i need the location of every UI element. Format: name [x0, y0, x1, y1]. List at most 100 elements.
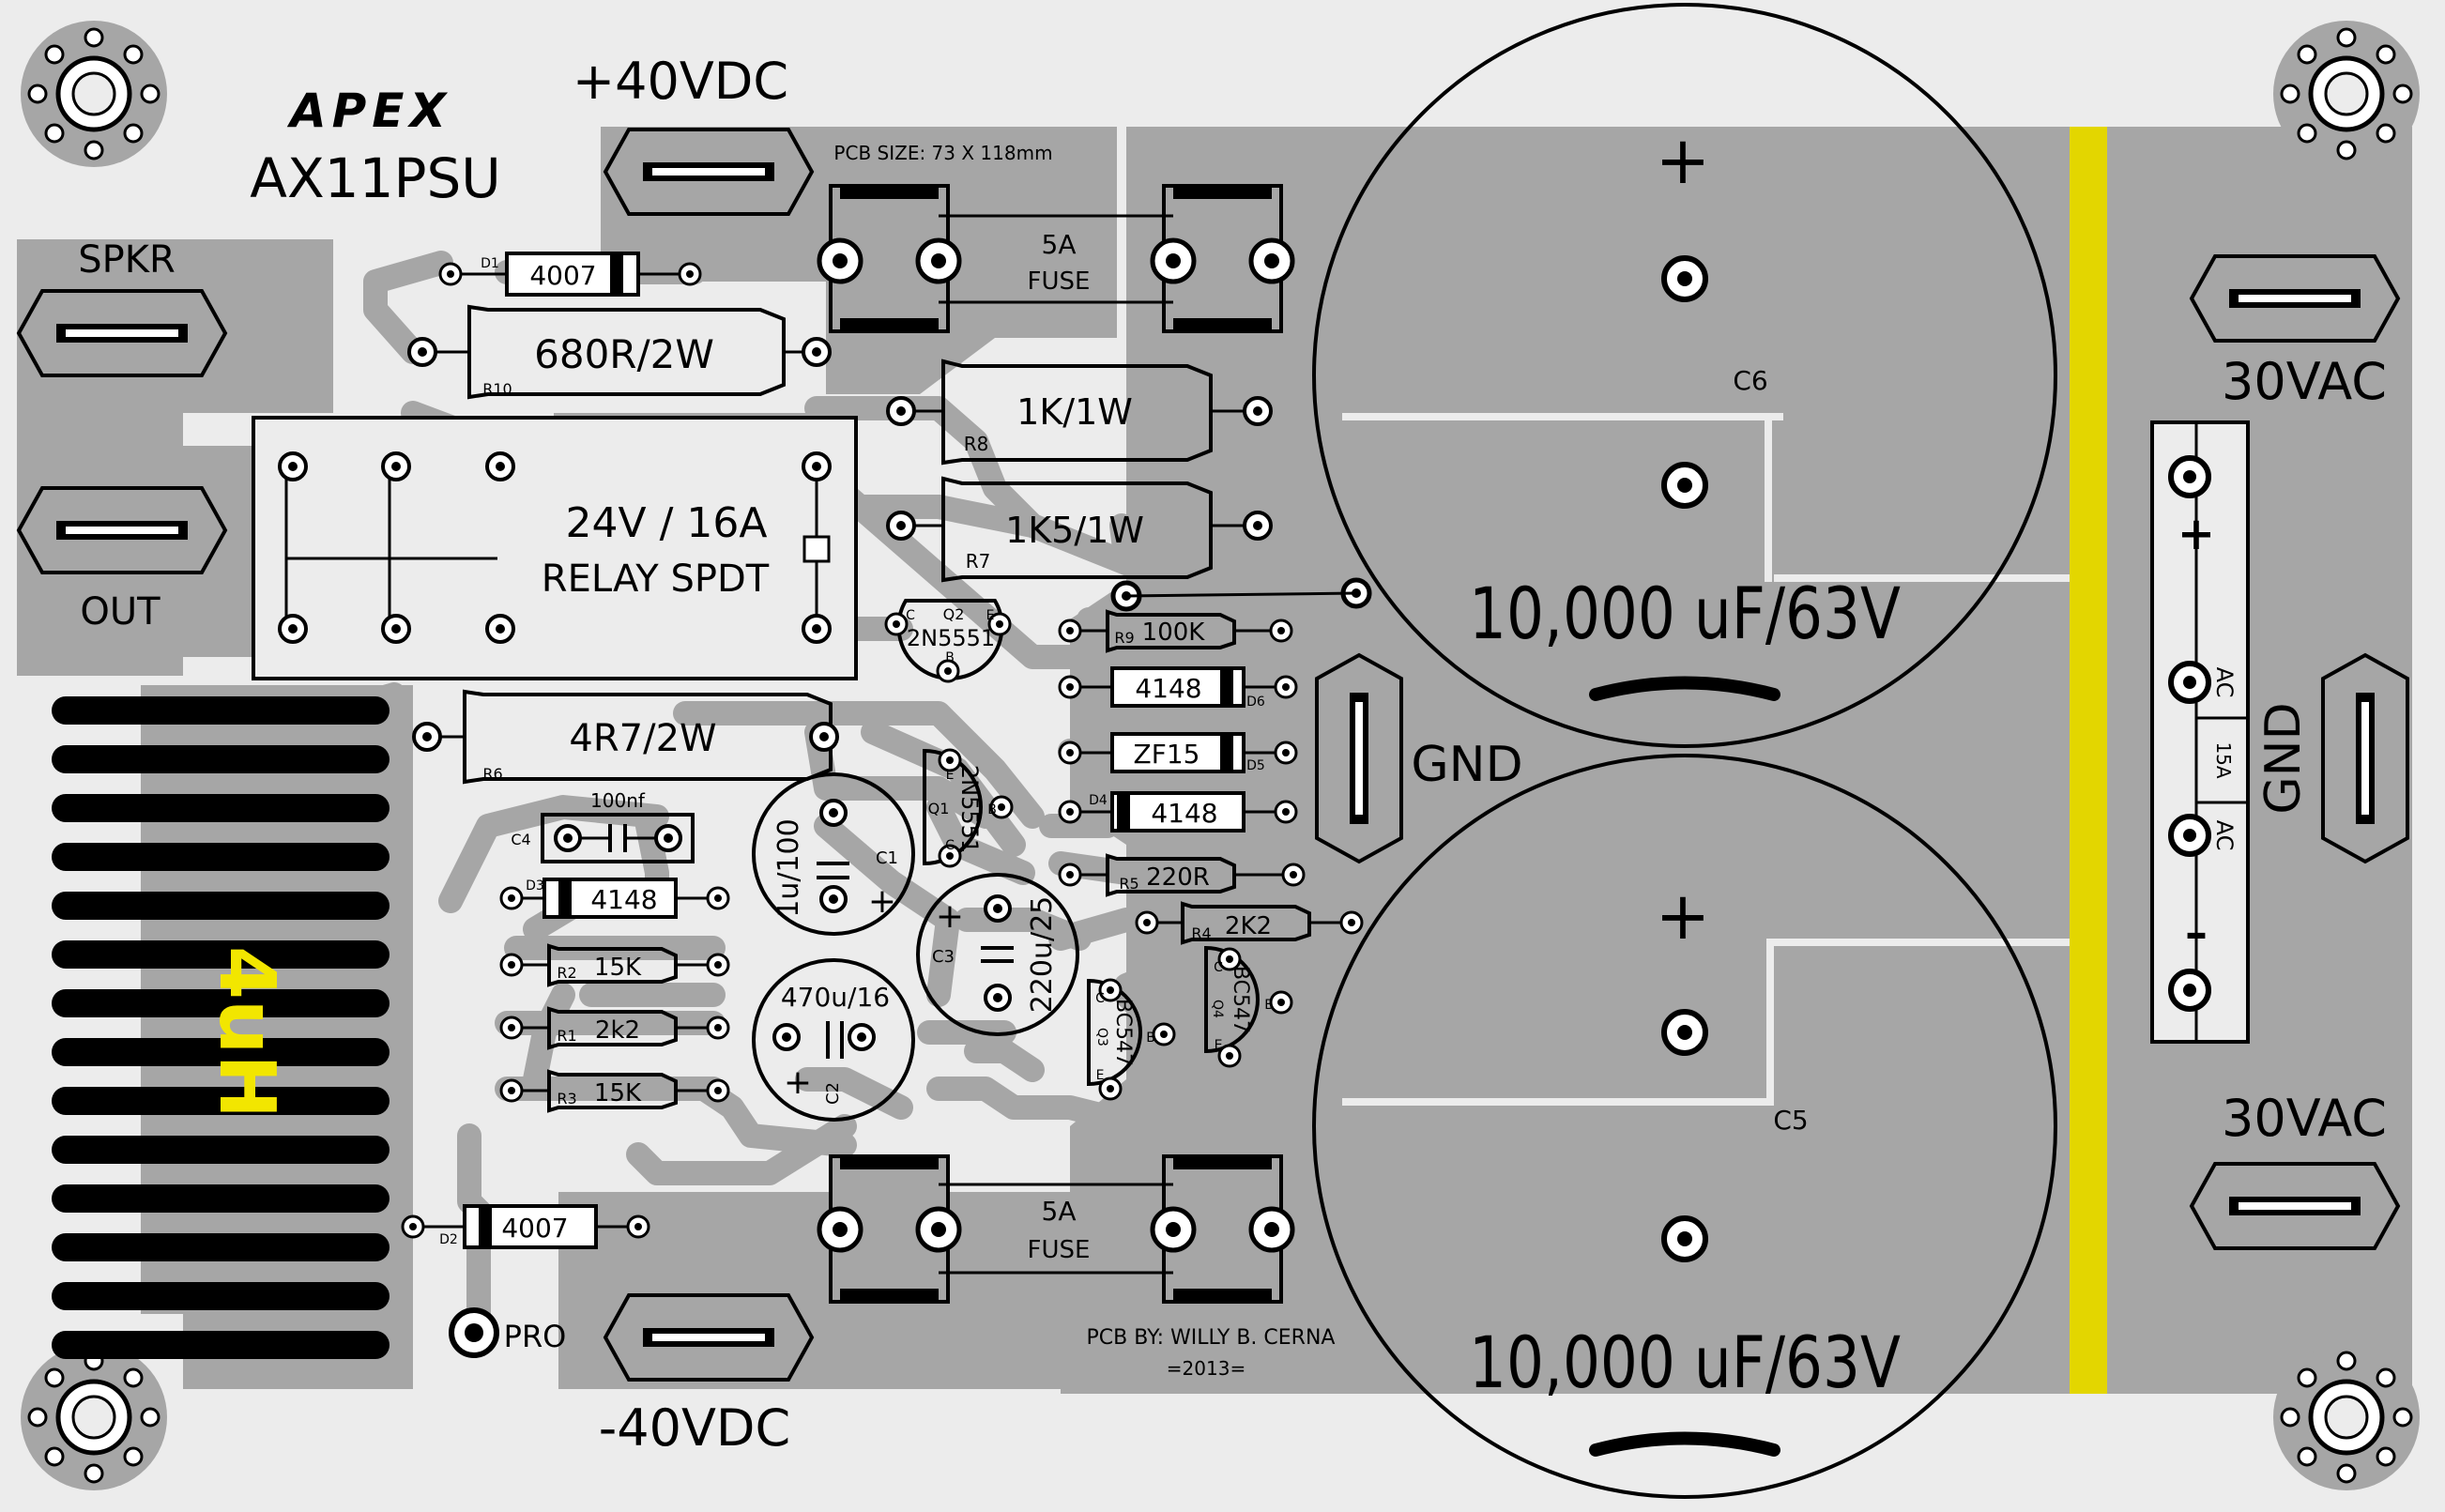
- r5-value: 220R: [1146, 863, 1210, 892]
- c4-value: 100nf: [590, 789, 646, 812]
- d3-ref: D3: [526, 878, 544, 893]
- q4-pin-e: E: [1215, 1038, 1223, 1053]
- yellow-bar: [2070, 127, 2107, 1394]
- capacitor-c4: [541, 813, 695, 863]
- r10-value: 680R/2W: [534, 331, 714, 377]
- credit-line1: PCB BY: WILLY B. CERNA: [1087, 1326, 1336, 1350]
- q2-value: 2N5551: [907, 625, 995, 651]
- d6-value: 4148: [1135, 673, 1201, 704]
- c4-ref: C4: [511, 831, 530, 848]
- resistor-r4: [1135, 901, 1364, 945]
- diode-d6: [1058, 666, 1298, 708]
- inductor-value: 4uH: [202, 946, 291, 1119]
- r7-value: 1K5/1W: [1005, 510, 1144, 551]
- q2-pin-b: B: [945, 650, 955, 665]
- c5-plus: +: [1656, 878, 1711, 955]
- r1-value: 2k2: [595, 1016, 640, 1045]
- r6-ref: R6: [482, 765, 502, 783]
- c1-plus: +: [868, 882, 896, 921]
- resistor-r5: [1058, 853, 1306, 897]
- fuse-bottom-rating: 5A: [1042, 1196, 1077, 1227]
- transistor-q3: [1087, 978, 1176, 1101]
- terminal-gnd-right: [2321, 653, 2409, 863]
- q1-pin-c: C: [945, 838, 955, 853]
- q4-pin-c: C: [1214, 960, 1223, 975]
- r5-ref: R5: [1119, 875, 1138, 893]
- d1-value: 4007: [529, 260, 596, 291]
- d2-ref: D2: [439, 1232, 458, 1247]
- q1-value: 2N5551: [956, 765, 983, 853]
- r2-ref: R2: [557, 964, 576, 982]
- terminal-neg40: [604, 1293, 814, 1382]
- resistor-r3: [499, 1069, 730, 1113]
- label-pro: PRO: [504, 1319, 567, 1354]
- relay-line1: 24V / 16A: [566, 499, 768, 547]
- inductor-coil: [52, 696, 390, 1359]
- board-title: AX11PSU: [250, 146, 500, 210]
- transistor-q2: [884, 599, 1012, 683]
- resistor-r8: [886, 359, 1273, 466]
- r3-value: 15K: [594, 1079, 642, 1107]
- label-pos40vdc: +40VDC: [573, 52, 788, 111]
- diode-d2: [401, 1204, 650, 1249]
- diode-d1: [438, 252, 702, 297]
- pcb-size-label: PCB SIZE: 73 X 118mm: [833, 142, 1052, 164]
- r10-ref: R10: [482, 380, 512, 398]
- q1-ref: Q1: [928, 800, 950, 817]
- q3-pin-e: E: [1096, 1068, 1105, 1083]
- bridge-rectifier: [2150, 420, 2250, 1044]
- pro-pad: [449, 1307, 499, 1358]
- d2-value: 4007: [501, 1213, 568, 1244]
- q3-ref: Q3: [1094, 1028, 1109, 1046]
- c2-plus: +: [784, 1063, 812, 1102]
- resistor-r9: [1058, 609, 1293, 653]
- terminal-pos40: [604, 128, 814, 216]
- r3-ref: R3: [557, 1090, 576, 1107]
- r4-ref: R4: [1191, 924, 1211, 942]
- d5-ref: D5: [1246, 758, 1265, 773]
- q3-value: BC547: [1111, 999, 1135, 1066]
- resistor-r7: [886, 476, 1273, 583]
- c6-ref: C6: [1733, 365, 1767, 396]
- terminal-out: [17, 486, 227, 574]
- r9-ref: R9: [1114, 629, 1134, 647]
- brand-logo: APEX: [286, 84, 451, 138]
- fuse-top: [817, 184, 1295, 333]
- mounting-hole-bottom-left: [21, 1344, 167, 1490]
- capacitor-c5: [1312, 754, 2057, 1499]
- r9-value: 100K: [1142, 619, 1206, 647]
- c3-value: 220u/25: [1026, 896, 1059, 1014]
- capacitor-c6: [1312, 3, 2057, 748]
- d4-ref: D4: [1089, 793, 1108, 808]
- fuse-bottom-label: FUSE: [1028, 1236, 1091, 1264]
- fuse-top-rating: 5A: [1042, 229, 1077, 260]
- c6-plus: +: [1656, 122, 1711, 199]
- mounting-hole-top-left: [21, 21, 167, 167]
- label-gnd-center: GND: [1411, 737, 1522, 793]
- relay: [252, 416, 858, 680]
- c1-ref: C1: [876, 848, 898, 868]
- mounting-hole-top-right: [2273, 21, 2420, 167]
- label-ac-top: 30VAC: [2222, 352, 2387, 411]
- bridge-ac2: AC: [2211, 820, 2238, 851]
- terminal-spkr: [17, 289, 227, 377]
- mounting-hole-bottom-right: [2273, 1344, 2420, 1490]
- c2-value: 470u/16: [781, 982, 890, 1013]
- diode-d5: [1058, 732, 1298, 773]
- fuse-bottom: [817, 1154, 1295, 1304]
- r6-value: 4R7/2W: [569, 717, 716, 760]
- transistor-q1: [923, 748, 1014, 868]
- bridge-rating: 15A: [2212, 741, 2235, 778]
- fuse-top-label: FUSE: [1028, 267, 1091, 296]
- diode-d4: [1058, 791, 1298, 832]
- d1-ref: D1: [481, 256, 499, 271]
- c1-value: 1u/100: [772, 818, 805, 917]
- transistor-q4: [1204, 945, 1293, 1068]
- c3-ref: C3: [932, 947, 955, 967]
- q4-pin-b: B: [1264, 998, 1274, 1013]
- relay-line2: RELAY SPDT: [542, 557, 770, 601]
- r2-value: 15K: [594, 954, 642, 982]
- r1-ref: R1: [557, 1027, 576, 1045]
- q4-ref: Q4: [1210, 1000, 1225, 1018]
